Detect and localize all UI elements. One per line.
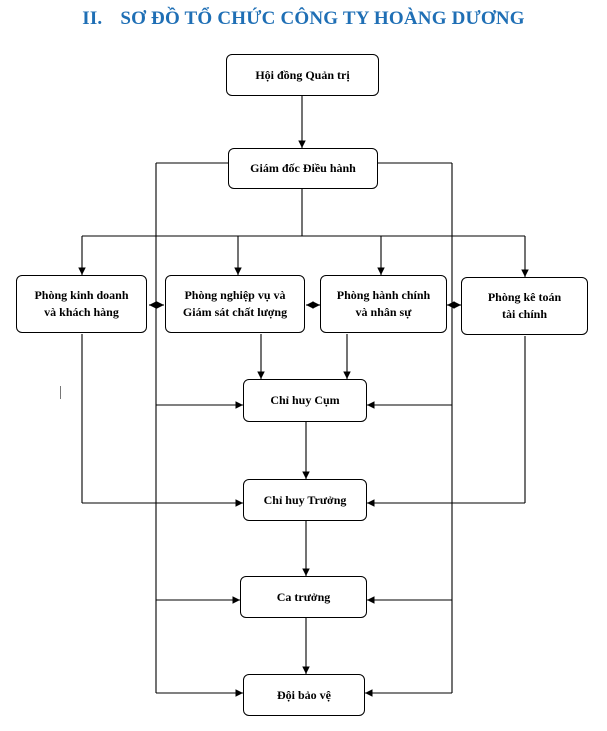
node-admin-label: Phòng hành chính và nhân sự (336, 288, 431, 319)
node-shift-leader-label: Ca trưởng (276, 589, 331, 604)
section-number: II. (82, 8, 103, 29)
node-security-team: Đội bảo vệ (243, 674, 365, 716)
node-shift-leader: Ca trưởng (240, 576, 367, 618)
node-accounting-label: Phòng kê toán tài chính (487, 290, 562, 321)
node-operations-label: Phòng nghiệp vụ và Giám sát chất lượng (182, 288, 288, 319)
page-title: II. SƠ ĐỒ TỔ CHỨC CÔNG TY HOÀNG DƯƠNG (0, 8, 607, 30)
node-sales-label: Phòng kinh doanh và khách hàng (34, 288, 129, 319)
node-cluster-commander-label: Chỉ huy Cụm (270, 393, 340, 407)
node-chief-commander: Chỉ huy Trưởng (243, 479, 367, 521)
node-operations: Phòng nghiệp vụ và Giám sát chất lượng (165, 275, 305, 333)
node-security-team-label: Đội bảo vệ (277, 687, 331, 702)
node-chief-commander-label: Chỉ huy Trưởng (263, 492, 347, 507)
title-text: SƠ ĐỒ TỔ CHỨC CÔNG TY HOÀNG DƯƠNG (120, 8, 525, 29)
node-board-label: Hội đồng Quản trị (255, 67, 350, 82)
node-board: Hội đồng Quản trị (226, 54, 379, 96)
text-cursor (60, 386, 61, 399)
node-director-label: Giám đốc Điều hành (250, 161, 356, 175)
node-director: Giám đốc Điều hành (228, 148, 378, 189)
node-admin: Phòng hành chính và nhân sự (320, 275, 447, 333)
node-cluster-commander: Chỉ huy Cụm (243, 379, 367, 422)
node-sales: Phòng kinh doanh và khách hàng (16, 275, 147, 333)
node-accounting: Phòng kê toán tài chính (461, 277, 588, 335)
